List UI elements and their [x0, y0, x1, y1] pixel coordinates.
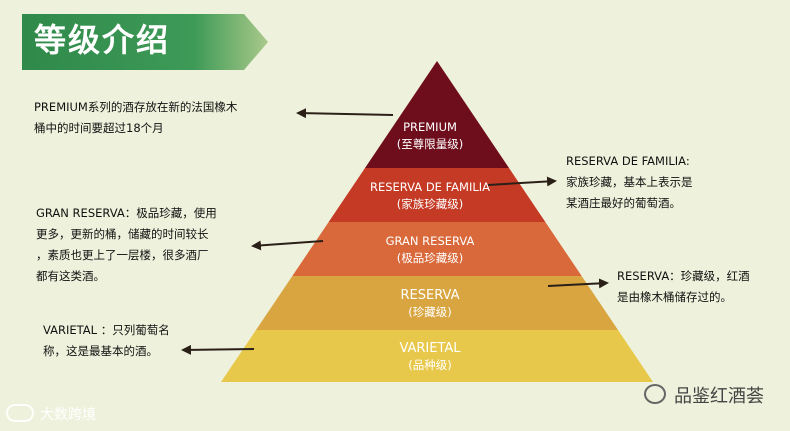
tier-label-en-4: VARIETAL: [399, 341, 461, 356]
tier-label-en-1: RESERVA DE FAMILIA: [370, 180, 490, 194]
pyramid-tier-3: [255, 276, 619, 330]
pyramid-tier-2: [292, 222, 582, 276]
watermark-right: 品鉴红酒荟: [674, 386, 764, 407]
brand-logo-icon: [6, 404, 34, 422]
tier-label-en-0: PREMIUM: [403, 120, 457, 134]
tier-label-cn-2: (极品珍藏级): [397, 251, 463, 265]
familia-note: RESERVA DE FAMILIA: 家族珍藏，基本上表示是 某酒庄最好的葡萄…: [566, 154, 693, 210]
tier-label-en-3: RESERVA: [401, 288, 460, 303]
pyramid-tier-1: [328, 168, 546, 222]
page-title: 等级介绍: [34, 21, 171, 59]
varietal-note: VARIETAL ：只列葡萄名 称，这是最基本的酒。: [43, 323, 170, 358]
reserva-note: RESERVA：珍藏级，红酒 是由橡木桶储存过的。: [617, 269, 750, 304]
banner-shape: [22, 14, 268, 70]
premium-note: PREMIUM系列的酒存放在新的法国橡木 桶中的时间要超过18个月: [34, 100, 238, 135]
tier-label-cn-0: (至尊限量级): [397, 137, 463, 151]
pyramid-tier-0: [365, 61, 509, 168]
watermark-left: 大数跨境: [40, 407, 96, 423]
gran-reserva-note: GRAN RESERVA：极品珍藏，使用 更多，更新的桶，储藏的时间较长 ，素质…: [36, 206, 217, 283]
tier-label-cn-1: (家族珍藏级): [397, 197, 463, 211]
tier-label-cn-3: (珍藏级): [408, 305, 451, 319]
tier-label-cn-4: (品种级): [408, 358, 451, 372]
title-banner: [22, 14, 268, 70]
pyramid-tier-4: [221, 330, 653, 382]
tier-label-en-2: GRAN RESERVA: [386, 234, 475, 248]
wechat-icon: [644, 384, 666, 404]
